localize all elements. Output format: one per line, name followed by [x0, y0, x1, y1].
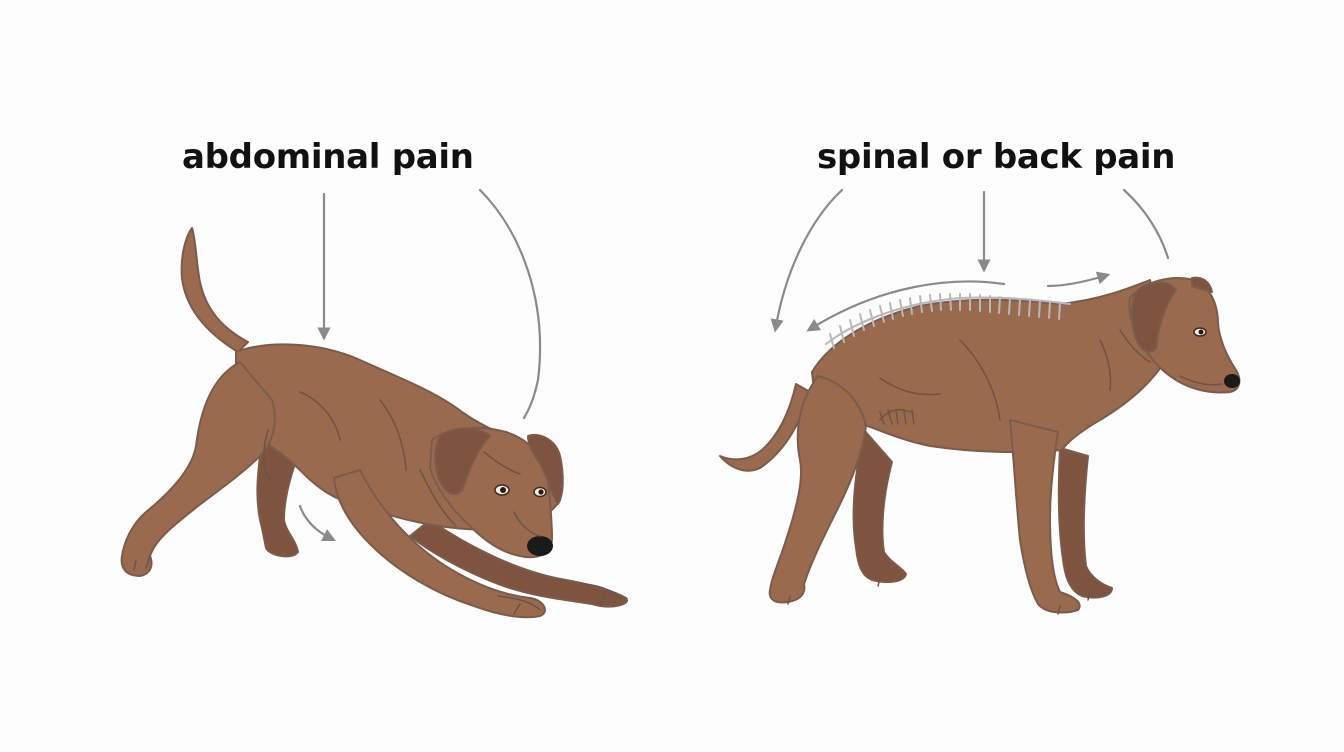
- spinal-pain-label: spinal or back pain: [817, 137, 1176, 177]
- arrow-along-back-right: [1046, 271, 1111, 288]
- spinal-pain-arrows: [770, 188, 1170, 333]
- right-dog-belly-fur: [879, 409, 915, 425]
- dog-abdominal-pain: [120, 227, 629, 619]
- dog-spinal-pain: [719, 276, 1241, 615]
- right-dog-detail-lines: [787, 329, 1223, 615]
- left-dog-far-ear: [527, 434, 564, 505]
- left-dog-far-front-leg: [409, 519, 629, 608]
- arrow-curve-to-head: [478, 188, 542, 420]
- left-dog-ear: [434, 427, 491, 495]
- right-dog-pupil: [1198, 329, 1204, 335]
- right-dog-far-ear: [1191, 276, 1213, 293]
- left-dog-near-hind-leg: [120, 361, 276, 577]
- arrow-curve-to-tail: [770, 188, 844, 333]
- spine-segments: [829, 293, 1061, 349]
- arrow-along-back-left: [806, 280, 1006, 332]
- right-dog-tail: [719, 383, 811, 472]
- left-dog-pupil-far: [538, 489, 544, 495]
- spine-vertebrae: [825, 293, 1071, 349]
- right-dog-near-front-leg: [1009, 419, 1081, 614]
- right-dog-ear: [1130, 281, 1177, 353]
- right-dog-near-hind-leg: [768, 375, 867, 604]
- left-dog-detail-lines: [133, 391, 605, 615]
- left-dog-near-front-leg: [333, 469, 546, 619]
- left-dog-nose: [527, 536, 553, 556]
- right-dog-far-hind-leg: [852, 429, 907, 583]
- right-dog-far-front-leg: [1057, 447, 1113, 599]
- left-dog-far-hind-leg: [256, 439, 299, 558]
- abdominal-pain-label: abdominal pain: [182, 137, 474, 177]
- right-dog-nose: [1224, 374, 1240, 388]
- left-dog-pupil-near: [500, 487, 506, 493]
- left-dog-tail: [180, 227, 249, 353]
- arrow-small-belly: [298, 504, 336, 541]
- arrow-curve-to-head-right: [1122, 188, 1170, 260]
- left-dog-paws: [497, 583, 621, 611]
- abdominal-pain-arrows: [298, 188, 542, 541]
